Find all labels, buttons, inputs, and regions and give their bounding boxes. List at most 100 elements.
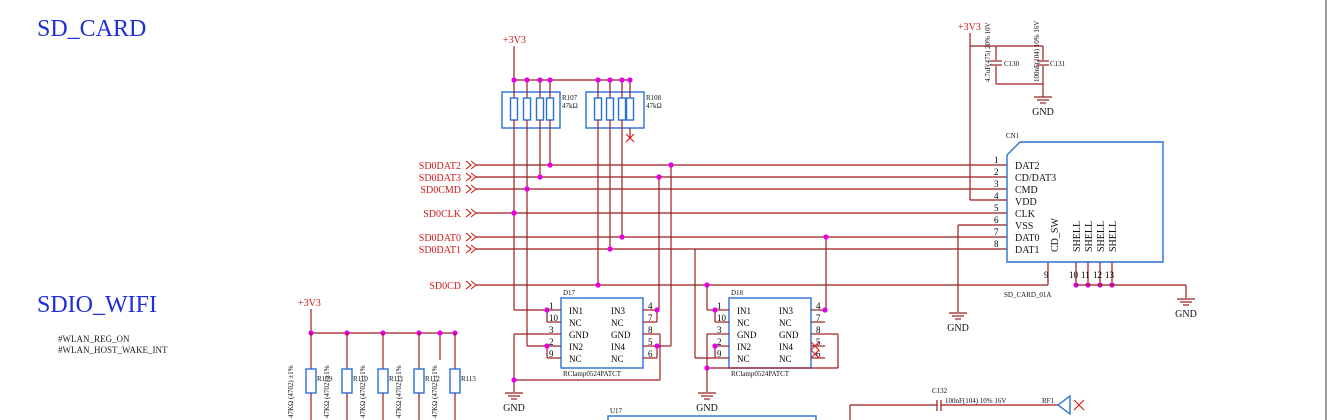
cn1-shell-pin-number: 13 xyxy=(1105,270,1115,280)
junction-dot xyxy=(619,77,625,83)
resistor-element xyxy=(545,97,555,121)
cn1-sd-card-connector xyxy=(1006,141,1164,263)
gnd-label-d18: GND xyxy=(696,403,718,414)
d17-pin-name: NC xyxy=(611,318,624,328)
resistor-element xyxy=(593,97,603,121)
d17-pin-name: NC xyxy=(569,318,582,328)
d18-pin-name: NC xyxy=(737,318,750,328)
junction-dot xyxy=(704,282,710,288)
junction-dot xyxy=(654,343,660,349)
resistor-r110 xyxy=(341,368,353,394)
cn1-pin-name-clk: CLK xyxy=(1015,209,1036,220)
d18-pin-name: NC xyxy=(737,354,750,364)
cn1-shell-label: SHELL xyxy=(1096,221,1107,252)
d18-pin-name: IN2 xyxy=(737,342,751,352)
resistor-r111 xyxy=(377,368,389,394)
d18-pin-name: GND xyxy=(779,330,799,340)
net-port-arrow xyxy=(465,280,477,290)
cn1-shell-pin-number: 12 xyxy=(1093,270,1102,280)
net-port-arrow xyxy=(465,244,477,254)
junction-dot xyxy=(668,162,674,168)
cn1-pin-number: 7 xyxy=(994,227,999,237)
wlan-host-wake-note: #WLAN_HOST_WAKE_INT xyxy=(58,345,168,355)
junction-dot xyxy=(656,174,662,180)
d17-body xyxy=(560,297,644,369)
rf1-ref: RF1 xyxy=(1042,397,1055,405)
r108-value: 47kΩ xyxy=(646,102,662,110)
cn1-pin-name-cmd: CMD xyxy=(1015,185,1038,196)
gnd-label-vss: GND xyxy=(947,323,969,334)
junction-dot xyxy=(524,77,530,83)
d17-pin-number: 2 xyxy=(549,337,554,347)
cn1-pin-number: 8 xyxy=(994,239,999,249)
resistor-ref-r110: R110 xyxy=(353,375,368,383)
u17-chip xyxy=(607,415,817,420)
net-label-sd0dat1: SD0DAT1 xyxy=(419,245,461,256)
net-port-arrow xyxy=(465,172,477,182)
d18-pin-number: 7 xyxy=(816,313,821,323)
junction-dot xyxy=(524,186,530,192)
d18-pin-number: 8 xyxy=(816,325,821,335)
d18-pin-name: NC xyxy=(779,354,792,364)
cn1-part: SD_CARD_01A xyxy=(1004,291,1051,299)
junction-dot xyxy=(511,377,517,383)
d18-pin-number: 6 xyxy=(816,349,821,359)
junction-dot xyxy=(437,330,443,336)
junction-dot xyxy=(595,282,601,288)
ground-symbols: GND GND GND GND GND xyxy=(503,84,1197,414)
resistor-value: 47KΩ (4702) ±1% xyxy=(431,365,439,418)
d18-pin-number: 3 xyxy=(717,325,722,335)
d17-pin-number: 10 xyxy=(549,313,559,323)
d18-pin-number: 2 xyxy=(717,337,722,347)
d17-part: RClamp0524PATCT xyxy=(563,370,622,378)
gnd-label-shell: GND xyxy=(1175,309,1197,320)
junction-dot xyxy=(712,307,718,313)
cn1-ref: CN1 xyxy=(1006,132,1020,140)
cn1-pin-name-dat0: DAT0 xyxy=(1015,233,1039,244)
c132-value: 100nF(104) 10% 16V xyxy=(945,397,1006,405)
net-label-sd0clk: SD0CLK xyxy=(423,209,462,220)
v33-label-top: +3V3 xyxy=(503,35,526,46)
resistor-element xyxy=(605,97,615,121)
resistor-r113 xyxy=(449,368,461,394)
net-port-arrow xyxy=(465,232,477,242)
junction-dot xyxy=(607,246,613,252)
cn1-pin-name-vdd: VDD xyxy=(1015,197,1037,208)
cn1-pin-number: 2 xyxy=(994,167,999,177)
junction-dot xyxy=(654,307,660,313)
sd-net-labels: SD0DAT2SD0DAT3SD0CMDSD0CLKSD0DAT0SD0DAT1… xyxy=(419,120,1049,312)
cn1-pin-number: 3 xyxy=(994,179,999,189)
net-label-sd0dat2: SD0DAT2 xyxy=(419,161,461,172)
d17-pin-name: GND xyxy=(569,330,589,340)
d17-pin-name: NC xyxy=(569,354,582,364)
r108-resistor-array xyxy=(585,91,645,129)
resistor-element xyxy=(625,97,635,121)
d18-no-connect xyxy=(810,341,820,351)
d17-pin-number: 4 xyxy=(648,301,653,311)
r108-ref: R108 xyxy=(646,94,662,102)
gnd-label-caps: GND xyxy=(1032,107,1054,118)
d18-no-connect xyxy=(810,349,820,359)
resistor-ref-r112: R112 xyxy=(425,375,440,383)
net-label-sd0dat0: SD0DAT0 xyxy=(419,233,461,244)
cn1-pin-name-cd-dat3: CD/DAT3 xyxy=(1015,173,1056,184)
d18-ref: D18 xyxy=(731,289,744,297)
cn1-pin-number: 5 xyxy=(994,203,999,213)
v33-label-caps: +3V3 xyxy=(958,22,981,33)
resistor-ref-r113: R113 xyxy=(461,375,476,383)
c131-value: 100nF(104) 10% 16V xyxy=(1033,21,1041,82)
net-label-sd0cd: SD0CD xyxy=(429,281,461,292)
d17-pin-name: IN4 xyxy=(611,342,625,352)
resistor-element xyxy=(522,97,532,121)
c130-ref: C130 xyxy=(1004,60,1020,68)
resistor-element xyxy=(617,97,627,121)
u17-ref: U17 xyxy=(610,407,623,415)
d18-pin-number: 10 xyxy=(717,313,727,323)
cn1-pin-number: 1 xyxy=(994,155,999,165)
d18-pin-name: IN4 xyxy=(779,342,793,352)
junction-dot xyxy=(537,174,543,180)
d17-pin-number: 1 xyxy=(549,301,554,311)
